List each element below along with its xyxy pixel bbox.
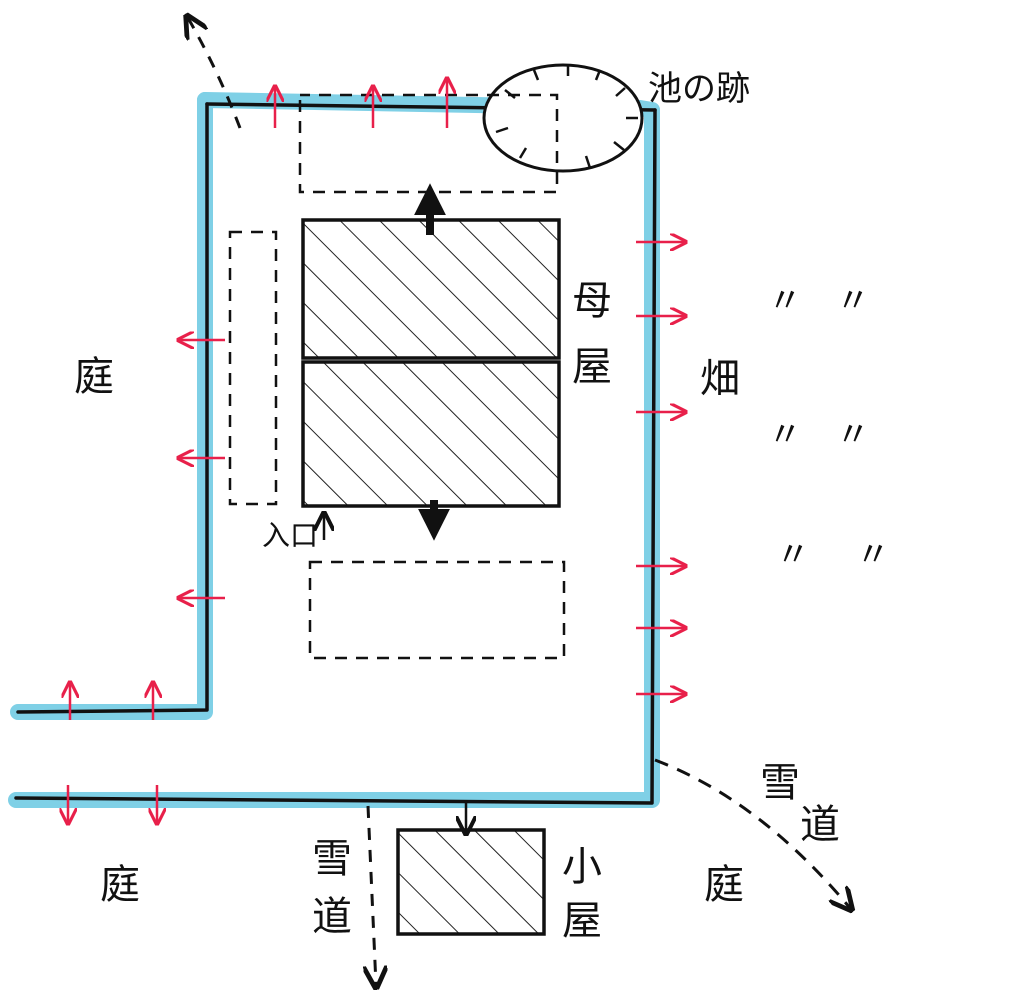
snow-path-south-label-bottom: 道 (312, 894, 352, 940)
field-mark-3: 〃 (768, 415, 802, 455)
shed: 小 屋 (396, 800, 602, 944)
field-mark-2: 〃 (836, 281, 870, 321)
wind-arrows (68, 80, 684, 822)
entrance: 入口 (262, 515, 324, 552)
snow-path-southeast: 雪 道 (654, 758, 850, 908)
field-mark-6: 〃 (856, 535, 890, 575)
dashed-areas (228, 93, 566, 660)
entrance-label: 入口 (262, 519, 318, 552)
field-mark-4: 〃 (836, 415, 870, 455)
dashed-area-north (298, 93, 559, 194)
field-mark-1: 〃 (768, 281, 802, 321)
snow-path-southeast-label-bottom: 道 (800, 802, 840, 848)
snow-path-southeast-label-top: 雪 (760, 760, 800, 806)
garden-label-southeast: 庭 (704, 862, 744, 908)
main-house-label-top: 母 (572, 278, 612, 324)
field-mark-5: 〃 (776, 535, 810, 575)
garden-label-west: 庭 (74, 354, 114, 400)
main-house: 母 屋 (301, 183, 612, 541)
dashed-area-south (308, 560, 566, 660)
dashed-area-west (228, 230, 278, 506)
garden-label-southwest: 庭 (100, 862, 140, 908)
main-house-label-bottom: 屋 (572, 344, 612, 390)
snow-path-south: 雪 道 (312, 805, 376, 985)
dashed-arrow-north (188, 18, 242, 129)
pond-label: 池の跡 (648, 69, 750, 109)
shed-label-bottom: 屋 (562, 898, 602, 944)
pond-ruins: 池の跡 (482, 63, 750, 173)
snow-path-south-label-top: 雪 (312, 836, 352, 882)
field-area: 畑 〃 〃 〃 〃 〃 〃 (700, 281, 890, 575)
shed-label-top: 小 (562, 844, 602, 890)
field-label: 畑 (700, 356, 740, 402)
